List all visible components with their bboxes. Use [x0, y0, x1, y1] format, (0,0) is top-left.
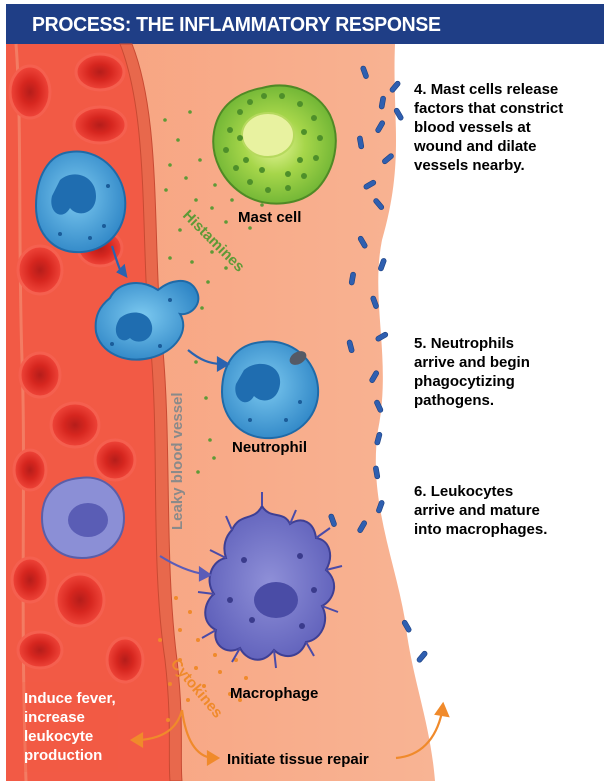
step-4-line: vessels nearby. — [414, 156, 563, 175]
red-blood-cell — [107, 638, 143, 682]
red-blood-cell — [95, 440, 135, 480]
step-6-line: 6. Leukocytes — [414, 482, 547, 501]
red-blood-cell — [14, 450, 46, 490]
red-blood-cell — [74, 107, 126, 143]
neutrophil-label: Neutrophil — [232, 439, 307, 456]
mast-cell-label: Mast cell — [238, 209, 301, 226]
leaky-vessel-label: Leaky blood vessel — [169, 392, 186, 530]
neutrophil-in-vessel — [36, 152, 125, 253]
mast-cell-nucleus — [242, 113, 294, 157]
step-6-line: into macrophages. — [414, 520, 547, 539]
red-blood-cell — [51, 403, 99, 447]
fever-line: leukocyte — [24, 728, 93, 745]
step-5-text: 5. Neutrophils arrive and begin phagocyt… — [414, 334, 530, 410]
red-blood-cell — [56, 574, 104, 626]
macrophage-nucleus — [254, 582, 298, 618]
step-5-line: pathogens. — [414, 391, 530, 410]
step-5-line: arrive and begin — [414, 353, 530, 372]
step-4-text: 4. Mast cells release factors that const… — [414, 80, 563, 175]
red-blood-cell — [20, 353, 60, 397]
fever-line: increase — [24, 709, 85, 726]
step-6-text: 6. Leukocytes arrive and mature into mac… — [414, 482, 547, 539]
macrophage-label: Macrophage — [230, 685, 318, 702]
tissue-repair-label: Initiate tissue repair — [227, 751, 369, 768]
step-5-number: 5. — [414, 335, 427, 352]
red-blood-cell — [12, 558, 48, 602]
red-blood-cell — [18, 246, 62, 294]
step-4-number: 4. — [414, 81, 427, 98]
red-blood-cell — [18, 632, 62, 668]
red-blood-cell — [10, 66, 50, 118]
step-5-line: 5. Neutrophils — [414, 334, 530, 353]
step-4-line: wound and dilate — [414, 137, 563, 156]
step-4-line: factors that constrict — [414, 99, 563, 118]
step-6-line: arrive and mature — [414, 501, 547, 520]
mast-cell — [213, 86, 336, 204]
red-blood-cell — [76, 54, 124, 90]
step-4-line: 4. Mast cells release — [414, 80, 563, 99]
leukocyte-in-vessel — [42, 477, 124, 558]
step-4-line: blood vessels at — [414, 118, 563, 137]
step-6-number: 6. — [414, 483, 427, 500]
step-5-line: phagocytizing — [414, 372, 530, 391]
neutrophil-in-tissue — [222, 342, 318, 439]
fever-line: production — [24, 747, 102, 764]
fever-line: Induce fever, — [24, 690, 116, 707]
